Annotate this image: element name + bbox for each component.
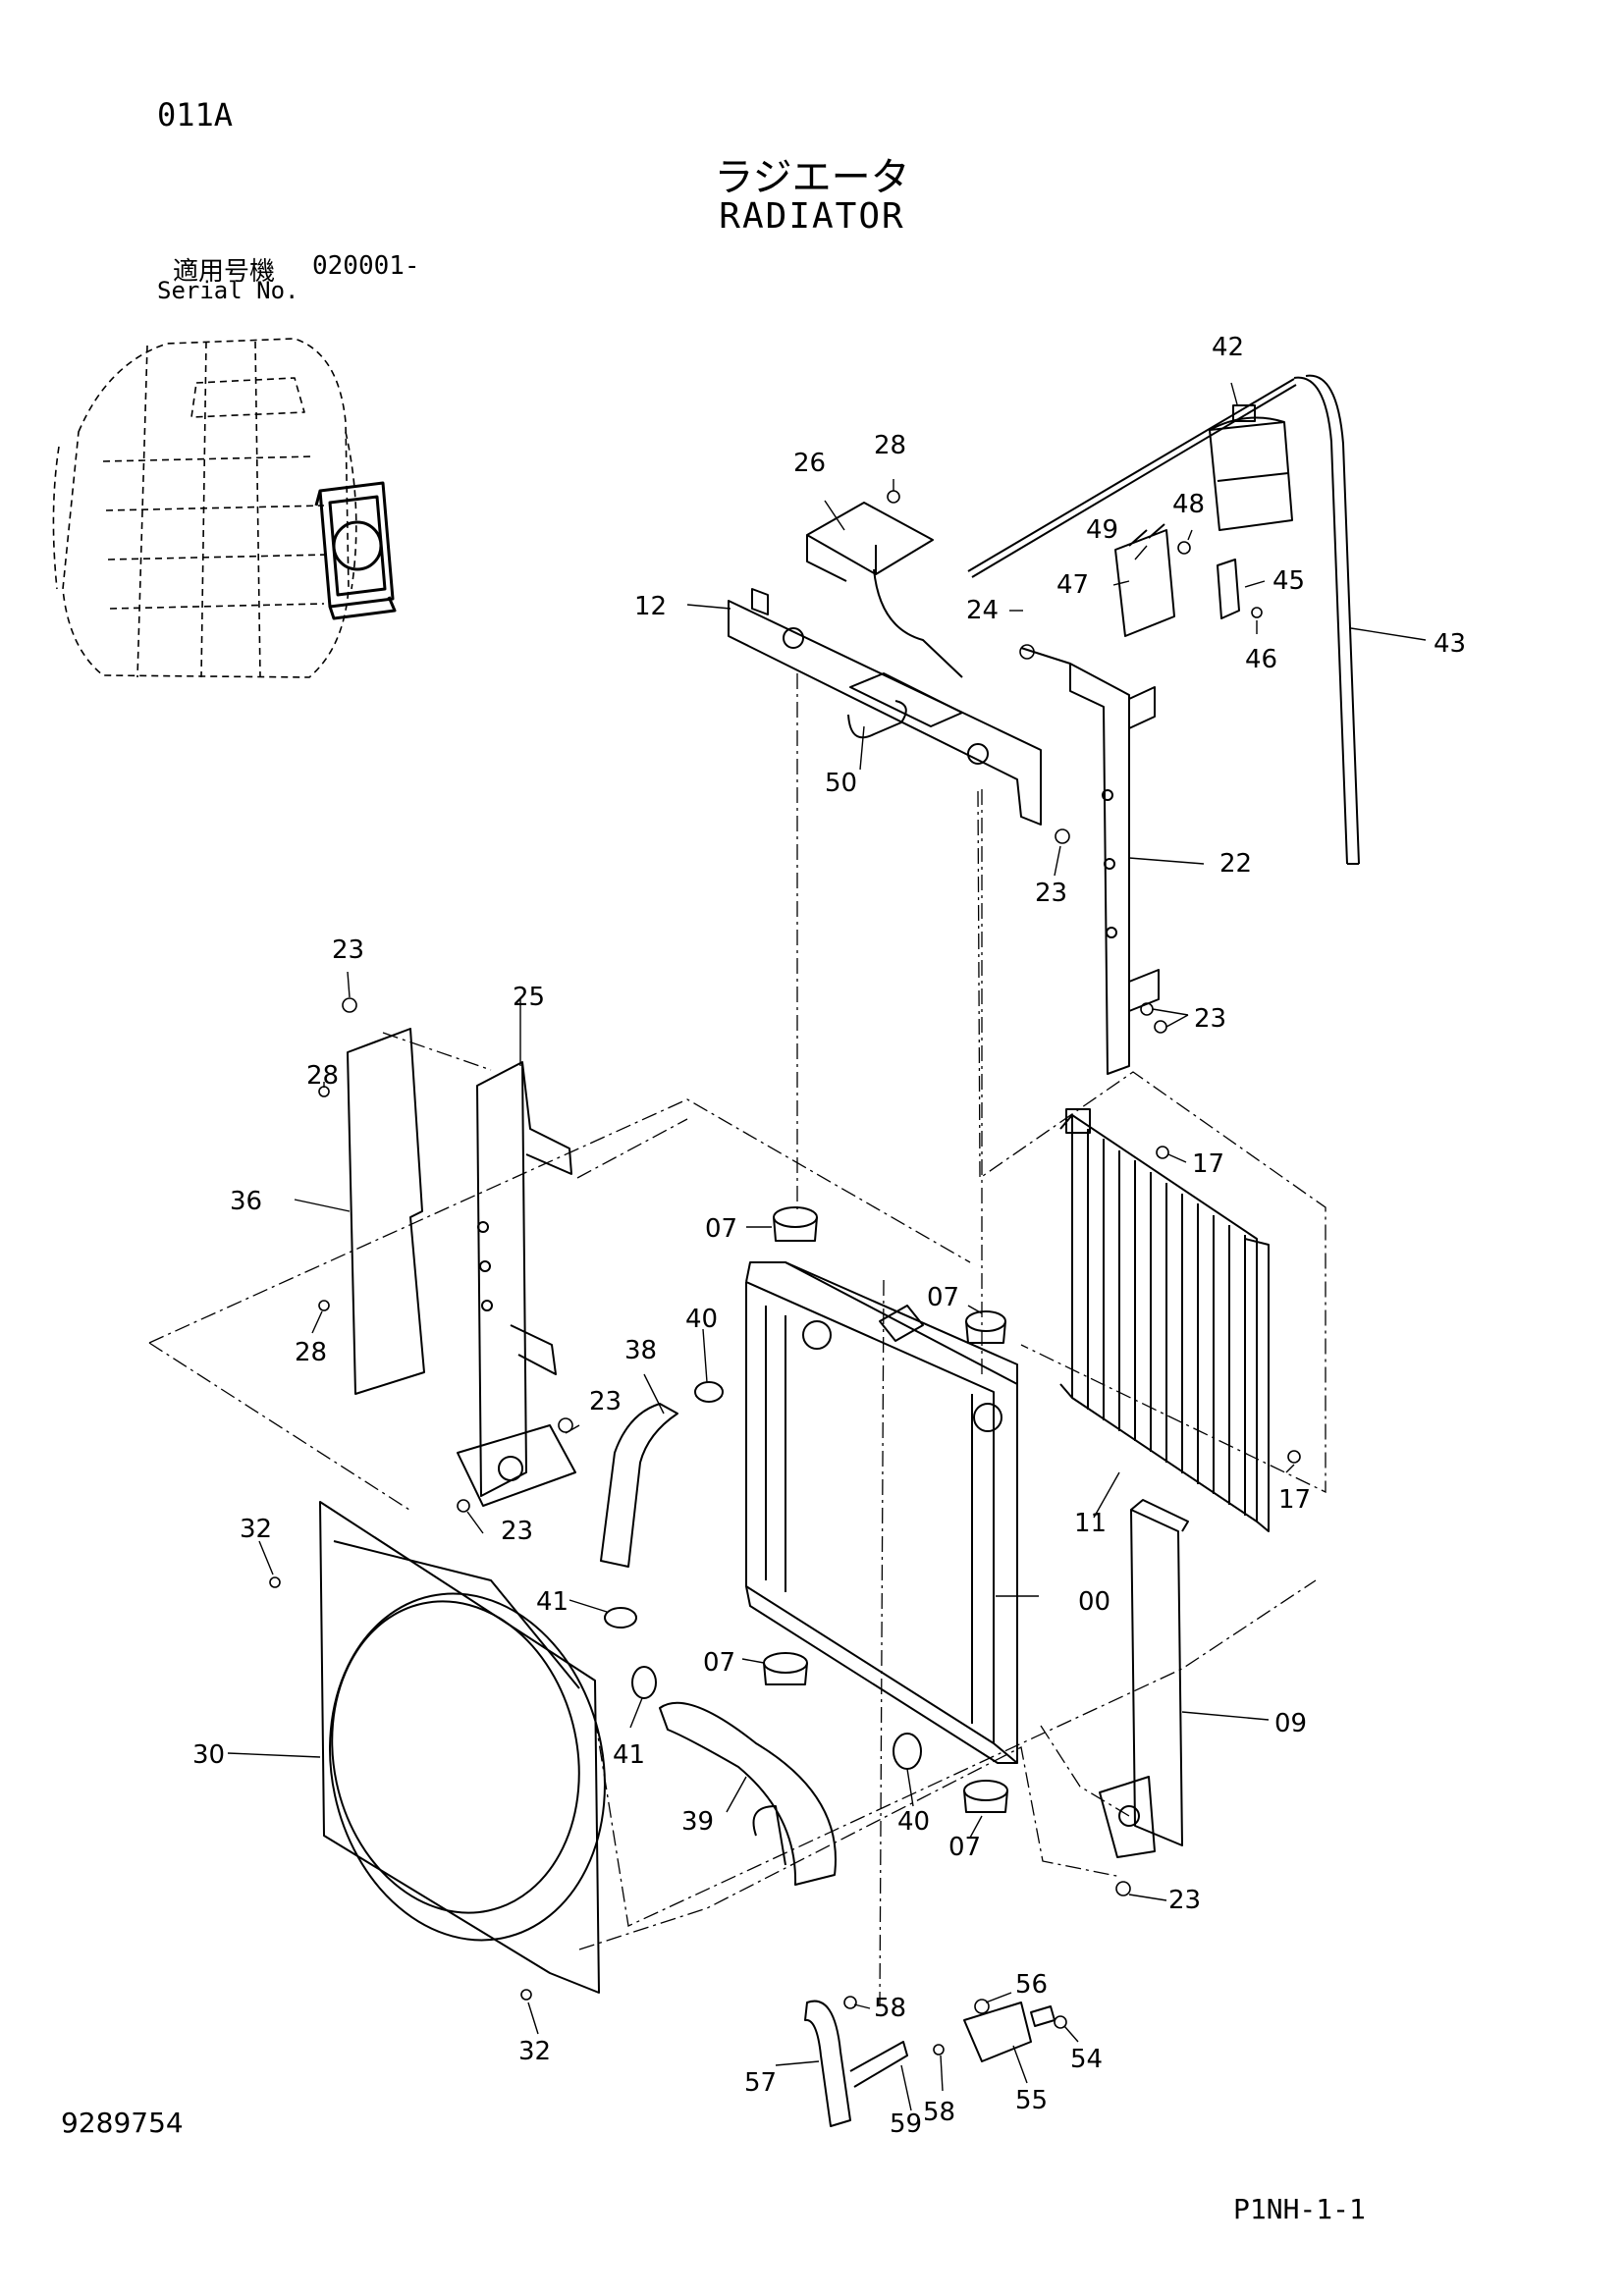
part-label-49: 49 bbox=[1086, 515, 1118, 545]
part-label-23: 23 bbox=[1035, 879, 1067, 908]
rubber-mount-caps bbox=[763, 1206, 1008, 1813]
tank-clip bbox=[1217, 559, 1240, 619]
reserve-tank bbox=[1209, 404, 1293, 531]
upper-bracket bbox=[728, 588, 1042, 826]
part-number-labels: 42 28 26 48 49 45 47 24 12 46 43 50 23 2… bbox=[192, 333, 1466, 2139]
hose-loop bbox=[847, 700, 907, 739]
tank-mount-bracket bbox=[1114, 523, 1175, 637]
fan-shroud bbox=[319, 1501, 606, 1994]
part-label-57: 57 bbox=[744, 2068, 777, 2098]
lower-radiator-hose bbox=[659, 1701, 837, 1886]
part-label-11: 11 bbox=[1074, 1509, 1107, 1538]
part-label-40: 40 bbox=[897, 1807, 930, 1837]
title-english: RADIATOR bbox=[719, 196, 905, 237]
part-label-46: 46 bbox=[1245, 645, 1277, 674]
serial-label-english: Serial No. bbox=[157, 277, 299, 304]
part-label-30: 30 bbox=[192, 1740, 225, 1770]
part-label-50: 50 bbox=[825, 769, 857, 798]
part-label-59: 59 bbox=[890, 2109, 922, 2139]
assembly-reference-lines bbox=[148, 673, 1326, 2007]
part-label-17: 17 bbox=[1192, 1149, 1224, 1179]
part-label-28: 28 bbox=[306, 1061, 339, 1091]
part-label-17: 17 bbox=[1278, 1485, 1311, 1515]
part-label-41: 41 bbox=[536, 1587, 568, 1617]
part-label-00: 00 bbox=[1078, 1587, 1110, 1617]
serial-label-japanese: 適用号機 bbox=[173, 257, 276, 287]
page-reference: P1NH-1-1 bbox=[1233, 2193, 1366, 2225]
overflow-hose bbox=[1293, 374, 1360, 865]
front-stay bbox=[1099, 1499, 1189, 1858]
part-label-25: 25 bbox=[513, 983, 545, 1012]
part-label-36: 36 bbox=[230, 1187, 262, 1216]
machine-locator-outline bbox=[52, 338, 357, 678]
part-label-07: 07 bbox=[705, 1214, 737, 1244]
part-label-47: 47 bbox=[1056, 570, 1089, 600]
part-label-28: 28 bbox=[295, 1338, 327, 1367]
part-label-56: 56 bbox=[1015, 1970, 1048, 2000]
part-label-26: 26 bbox=[793, 449, 826, 478]
hose-clamp-bracket bbox=[806, 502, 934, 582]
part-label-22: 22 bbox=[1219, 849, 1252, 879]
part-label-32: 32 bbox=[518, 2037, 551, 2066]
part-label-55: 55 bbox=[1015, 2086, 1048, 2115]
part-label-54: 54 bbox=[1070, 2045, 1103, 2074]
serial-range: 020001- bbox=[312, 251, 420, 281]
upper-radiator-hose bbox=[600, 1403, 678, 1568]
oil-cooler bbox=[1059, 1108, 1270, 1532]
part-label-23: 23 bbox=[589, 1387, 622, 1416]
part-label-07: 07 bbox=[948, 1833, 981, 1862]
part-label-41: 41 bbox=[613, 1740, 645, 1770]
part-label-39: 39 bbox=[681, 1807, 714, 1837]
part-label-40: 40 bbox=[685, 1305, 718, 1334]
part-label-32: 32 bbox=[240, 1515, 272, 1544]
part-label-23: 23 bbox=[332, 935, 364, 965]
hose-clamps bbox=[604, 1381, 922, 1770]
left-side-support bbox=[457, 1061, 576, 1507]
side-seal bbox=[347, 1028, 425, 1395]
part-label-07: 07 bbox=[703, 1648, 735, 1678]
leader-lines bbox=[227, 382, 1427, 2111]
side-stay bbox=[1020, 647, 1160, 1075]
part-label-28: 28 bbox=[874, 431, 906, 460]
drawing-number: 9289754 bbox=[61, 2107, 184, 2139]
part-label-42: 42 bbox=[1212, 333, 1244, 362]
sheet-code: 011A bbox=[157, 96, 234, 133]
part-label-12: 12 bbox=[634, 592, 667, 621]
drain-cock bbox=[1030, 2005, 1056, 2027]
radiator-core bbox=[745, 1261, 1018, 1764]
part-label-48: 48 bbox=[1172, 490, 1205, 519]
part-label-58: 58 bbox=[923, 2098, 955, 2127]
part-label-24: 24 bbox=[966, 596, 999, 625]
drain-hose bbox=[804, 2000, 908, 2127]
part-label-43: 43 bbox=[1434, 629, 1466, 659]
part-label-23: 23 bbox=[501, 1517, 533, 1546]
part-label-58: 58 bbox=[874, 1994, 906, 2023]
tank-hose bbox=[967, 378, 1297, 578]
part-label-38: 38 bbox=[624, 1336, 657, 1365]
title-japanese: ラジエータ bbox=[714, 155, 910, 200]
upper-bracket-hose bbox=[873, 568, 963, 678]
drain-cock-bracket bbox=[963, 2002, 1032, 2062]
part-label-45: 45 bbox=[1272, 566, 1305, 596]
locator-radiator-highlight bbox=[314, 481, 397, 620]
part-label-23: 23 bbox=[1194, 1004, 1226, 1034]
part-label-23: 23 bbox=[1168, 1886, 1201, 1915]
part-label-07: 07 bbox=[927, 1283, 959, 1312]
part-label-09: 09 bbox=[1274, 1709, 1307, 1738]
bolts bbox=[269, 490, 1301, 2056]
